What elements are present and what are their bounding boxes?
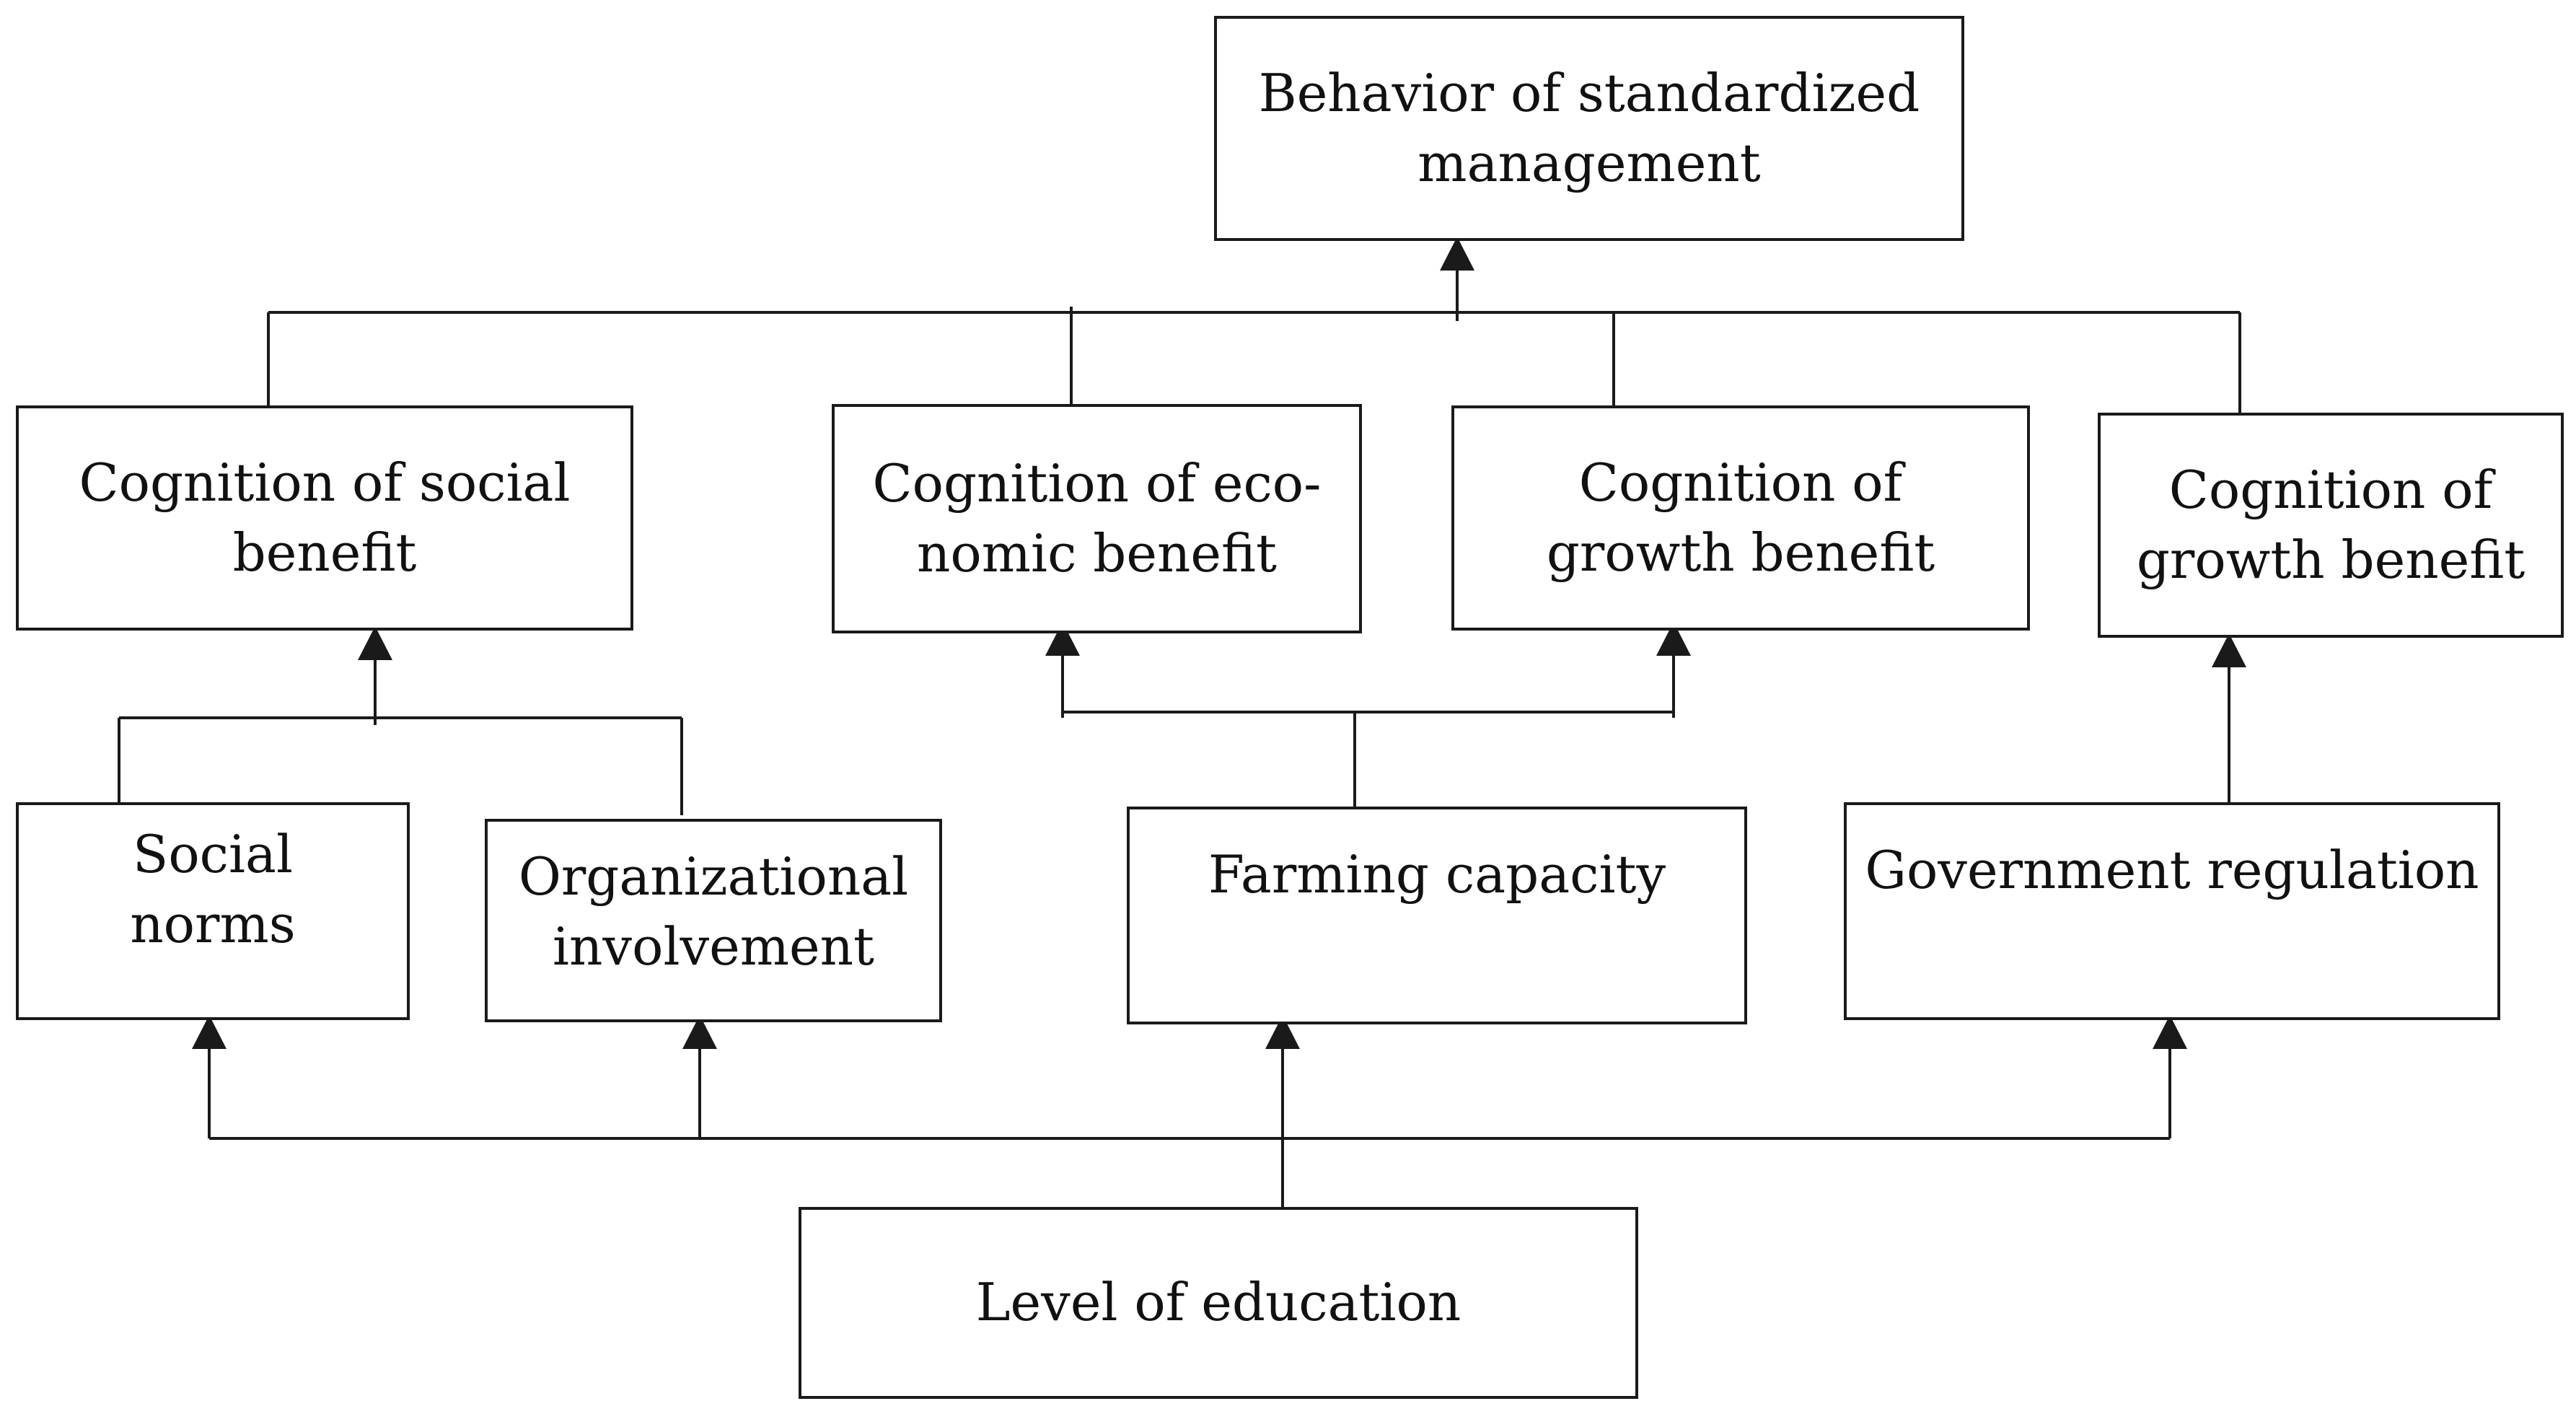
box-standardized-management-label: Behavior of standardized management xyxy=(1258,62,1920,193)
box-cognition-growth-benefit-1-label: Cognition of growth benefit xyxy=(1546,452,1935,583)
box-level-of-education-label: Level of education xyxy=(975,1272,1461,1333)
box-cognition-social-benefit: Cognition of social benefit xyxy=(16,405,633,631)
arrowhead-growth1 xyxy=(1656,622,1691,656)
box-cognition-social-benefit-label: Cognition of social benefit xyxy=(79,452,571,583)
arrowhead-economic xyxy=(1045,622,1080,656)
arrowhead-top xyxy=(1440,237,1474,271)
box-farming-capacity-label: Farming capacity xyxy=(1208,844,1666,905)
box-level-of-education: Level of education xyxy=(799,1207,1638,1399)
box-farming-capacity: Farming capacity xyxy=(1127,807,1747,1024)
arrowhead-social-norms xyxy=(192,1015,227,1049)
box-cognition-growth-benefit-2: Cognition of growth benefit xyxy=(2098,413,2564,638)
arrowhead-farming xyxy=(1265,1015,1300,1049)
box-organizational-involvement-label: Organizational involvement xyxy=(518,846,909,977)
arrowhead-growth2 xyxy=(2212,633,2246,667)
box-government-regulation: Government regulation xyxy=(1844,802,2500,1020)
box-cognition-growth-benefit-1: Cognition of growth benefit xyxy=(1451,405,2030,631)
arrowhead-gov xyxy=(2153,1015,2187,1049)
box-cognition-economic-benefit: Cognition of eco- nomic benefit xyxy=(832,404,1362,633)
box-government-regulation-label: Government regulation xyxy=(1865,840,2479,900)
arrowhead-org xyxy=(682,1015,717,1049)
box-organizational-involvement: Organizational involvement xyxy=(485,819,942,1022)
box-social-norms-label: Social norms xyxy=(130,823,296,954)
arrowhead-social xyxy=(358,626,392,660)
box-standardized-management: Behavior of standardized management xyxy=(1214,16,1964,241)
box-cognition-growth-benefit-2-label: Cognition of growth benefit xyxy=(2136,459,2526,590)
box-cognition-economic-benefit-label: Cognition of eco- nomic benefit xyxy=(872,452,1322,584)
box-social-norms: Social norms xyxy=(16,802,410,1020)
